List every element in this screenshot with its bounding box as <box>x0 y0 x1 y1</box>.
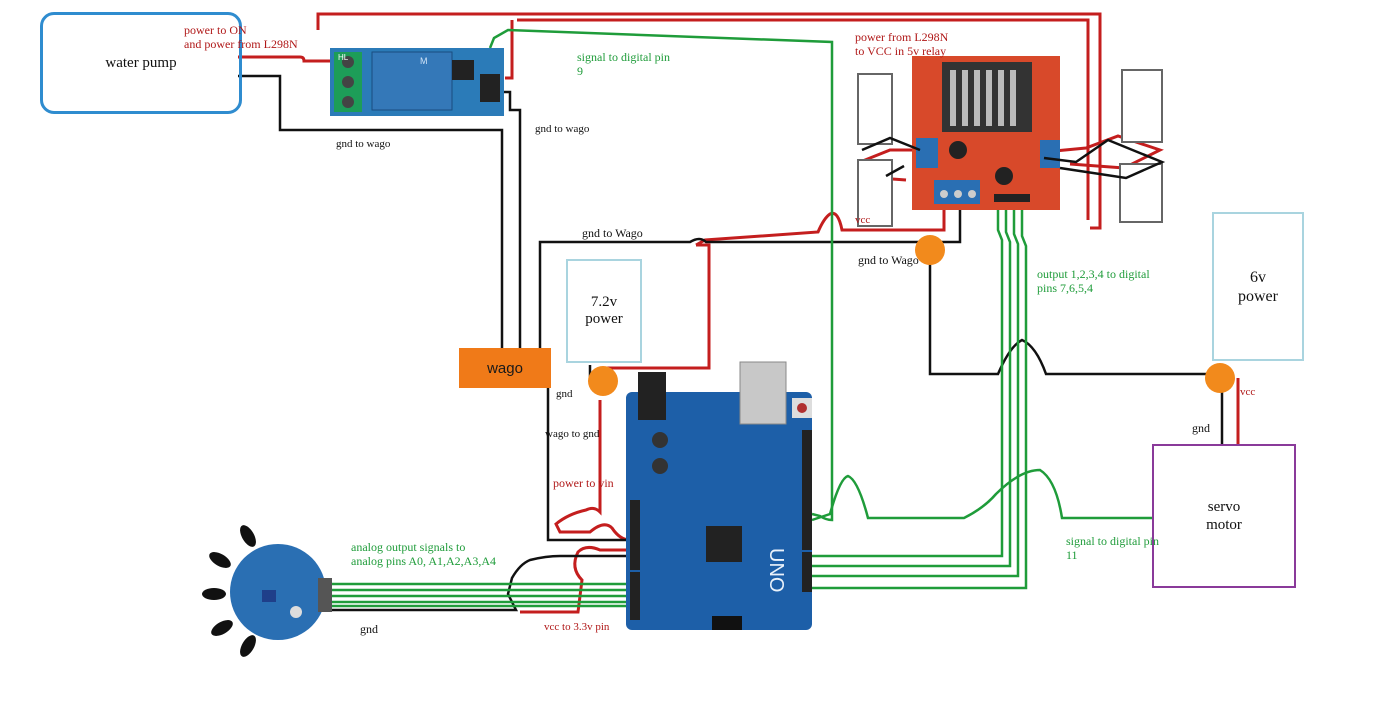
label-gnd-to-wago-2: gnd to wago <box>535 123 590 135</box>
power-7v-label: 7.2v power <box>585 294 623 327</box>
flame-led-1 <box>240 525 256 547</box>
relay-m-mark: M <box>420 56 428 66</box>
label-power-to-on: power to ON and power from L298N <box>184 23 298 51</box>
wire-pump-gnd-black <box>238 74 504 348</box>
motor-wires-black <box>861 136 1166 180</box>
green-wires <box>332 28 1152 608</box>
water-pump-box: water pump <box>40 12 242 114</box>
wire-7v-down-red <box>554 400 631 542</box>
motor-left-bottom <box>857 159 893 227</box>
flame-led-5 <box>240 635 256 657</box>
flame-led-2 <box>209 552 231 568</box>
label-analog-signals: analog output signals to analog pins A0,… <box>351 540 496 568</box>
flame-sensor <box>202 525 332 657</box>
wago-label: wago <box>487 359 523 377</box>
wire-sensor-gnd-black <box>332 554 630 612</box>
label-vcc-l298n: vcc <box>855 214 871 226</box>
wire-relay-top-red <box>316 12 1102 230</box>
label-gnd-to-wago-4: gnd to Wago <box>858 253 919 267</box>
motor-right-top <box>1121 69 1163 143</box>
water-pump-label: water pump <box>105 54 177 71</box>
wire-servo-signal-green <box>811 468 1152 522</box>
wire-wago-to-gnd-black <box>546 388 628 542</box>
wire-out2 <box>812 202 1012 568</box>
label-gnd-to-wago-3: gnd to Wago <box>582 226 643 240</box>
wire-pump-power-red <box>238 55 330 63</box>
label-signal-pin9: signal to digital pin 9 <box>577 50 670 78</box>
servo-motor-label: servo motor <box>1206 499 1242 533</box>
servo-motor-box: servo motor <box>1152 444 1296 588</box>
label-gnd-servo: gnd <box>1192 421 1210 435</box>
wire-l298n-gnd-black <box>538 202 962 348</box>
label-power-to-vin: power to vin <box>553 476 614 490</box>
relay-hl-mark: HL <box>338 53 349 62</box>
l298n-driver <box>912 56 1060 210</box>
wire-out4 <box>812 202 1028 590</box>
motors <box>857 69 1163 227</box>
wire-relay-vcc-red <box>505 20 514 80</box>
arduino-uno: UNO <box>626 361 812 630</box>
motor-right-bottom <box>1119 163 1163 223</box>
label-gnd-sensor: gnd <box>360 622 378 636</box>
wago-connector: wago <box>459 348 551 388</box>
label-vcc-33: vcc to 3.3v pin <box>544 621 610 633</box>
power-6v-box: 6v power <box>1212 212 1304 361</box>
relay-module: HL M <box>330 48 504 116</box>
label-vcc-servo: vcc <box>1240 386 1256 398</box>
black-wires <box>238 74 1224 612</box>
junction-node-7v <box>588 366 618 396</box>
motor-left-top <box>857 73 893 145</box>
label-wago-to-gnd: wago to gnd <box>545 428 600 440</box>
label-signal-pin11: signal to digital pin 11 <box>1066 534 1159 562</box>
power-6v-label: 6v power <box>1238 268 1278 305</box>
label-gnd-to-wago-1: gnd to wago <box>336 138 391 150</box>
junction-node-l298n <box>915 235 945 265</box>
power-7v-box: 7.2v power <box>566 259 642 363</box>
wire-gnd-wago-node <box>928 262 1210 376</box>
label-gnd-7v: gnd <box>556 388 573 400</box>
arduino-uno-mark: UNO <box>765 548 787 592</box>
wire-vcc33-red <box>520 545 630 614</box>
flame-led-4 <box>211 620 233 636</box>
label-power-l298n: power from L298N to VCC in 5v relay <box>855 30 949 58</box>
label-output-pins: output 1,2,3,4 to digital pins 7,6,5,4 <box>1037 267 1150 295</box>
flame-led-3 <box>202 588 226 600</box>
red-wires <box>238 12 1240 614</box>
wire-l298n-vcc-red <box>695 202 946 247</box>
wire-out3 <box>812 202 1020 578</box>
junction-node-servo <box>1205 363 1235 393</box>
wire-out1 <box>812 202 1004 558</box>
